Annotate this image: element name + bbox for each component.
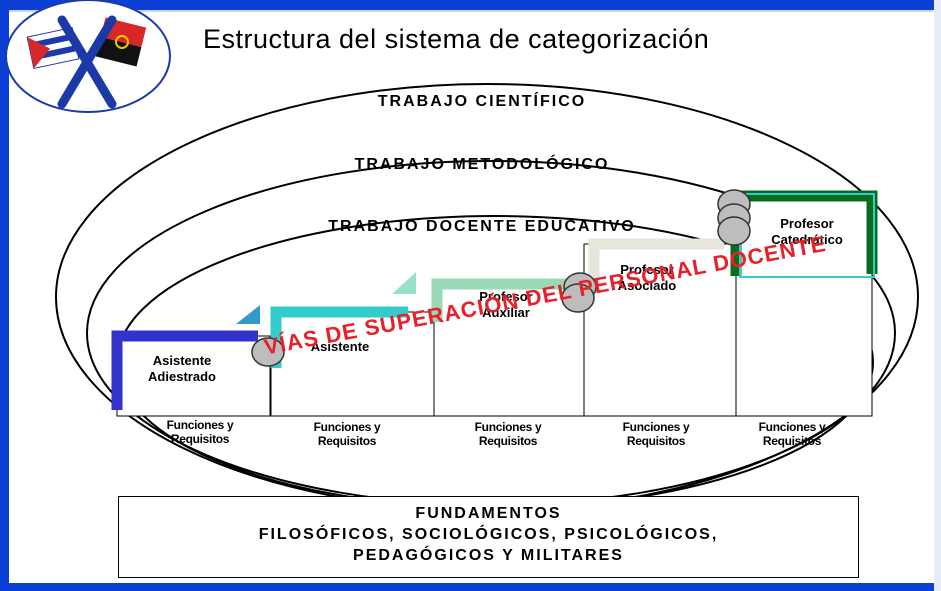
- functions-line: Funciones y: [758, 420, 826, 434]
- coin-stack-icon: [717, 189, 751, 246]
- functions-label-4: Funciones y Requisitos: [606, 420, 706, 448]
- ring-label-middle: TRABAJO METODOLÓGICO: [354, 156, 610, 173]
- step-label-line: Auxiliar: [482, 305, 530, 320]
- step-label-line: Profesor: [479, 289, 533, 304]
- slide-title: Estructura del sistema de categorización: [203, 24, 710, 54]
- functions-line: Funciones y: [166, 418, 234, 432]
- fundamentos-line-1: FILOSÓFICOS, SOCIOLÓGICOS, PSICOLÓGICOS,: [258, 526, 719, 543]
- step-profesor-catedratico: [730, 190, 878, 417]
- fundamentos-line-2: PEDAGÓGICOS Y MILITARES: [353, 547, 624, 564]
- functions-line: Requisitos: [626, 434, 686, 448]
- functions-label-1: Funciones y Requisitos: [150, 418, 250, 446]
- ring-label-outer: TRABAJO CIENTÍFICO: [377, 93, 587, 110]
- step-label-line: Asociado: [617, 278, 677, 293]
- functions-label-3: Funciones y Requisitos: [458, 420, 558, 448]
- functions-line: Funciones y: [313, 420, 381, 434]
- functions-line: Requisitos: [170, 432, 230, 446]
- functions-line: Funciones y: [622, 420, 690, 434]
- ring-label-inner: TRABAJO DOCENTE EDUCATIVO: [328, 218, 636, 235]
- step-label-line: Catedrático: [771, 232, 843, 247]
- functions-line: Requisitos: [478, 434, 538, 448]
- flags-emblem-icon: [5, 0, 171, 113]
- functions-label-2: Funciones y Requisitos: [297, 420, 397, 448]
- step-label-1: Asistente Adiestrado: [132, 353, 232, 385]
- fundamentos-title: FUNDAMENTOS: [415, 505, 562, 522]
- step-label-4: Profesor Asociado: [597, 262, 697, 294]
- coin-stack-icon: [561, 272, 597, 313]
- step-asistente: [270, 272, 435, 417]
- fundamentos-box: FUNDAMENTOS FILOSÓFICOS, SOCIOLÓGICOS, P…: [118, 496, 859, 578]
- step-label-2: Asistente: [290, 339, 390, 355]
- step-asistente-adiestrado: [111, 305, 271, 417]
- step-label-3: Profesor Auxiliar: [456, 289, 556, 321]
- step-label-line: Profesor: [780, 216, 834, 231]
- step-label-line: Adiestrado: [148, 369, 216, 384]
- step-label-5: Profesor Catedrático: [752, 216, 862, 248]
- functions-line: Funciones y: [474, 420, 542, 434]
- step-profesor-auxiliar: [431, 278, 585, 417]
- step-profesor-asociado: [583, 238, 737, 417]
- step-label-line: Profesor: [620, 262, 674, 277]
- functions-label-5: Funciones y Requisitos: [742, 420, 842, 448]
- step-label-line: Asistente: [310, 339, 370, 354]
- step-label-line: Asistente: [152, 353, 212, 368]
- functions-line: Requisitos: [762, 434, 822, 448]
- functions-line: Requisitos: [317, 434, 377, 448]
- coin-stack-icon: [251, 337, 285, 367]
